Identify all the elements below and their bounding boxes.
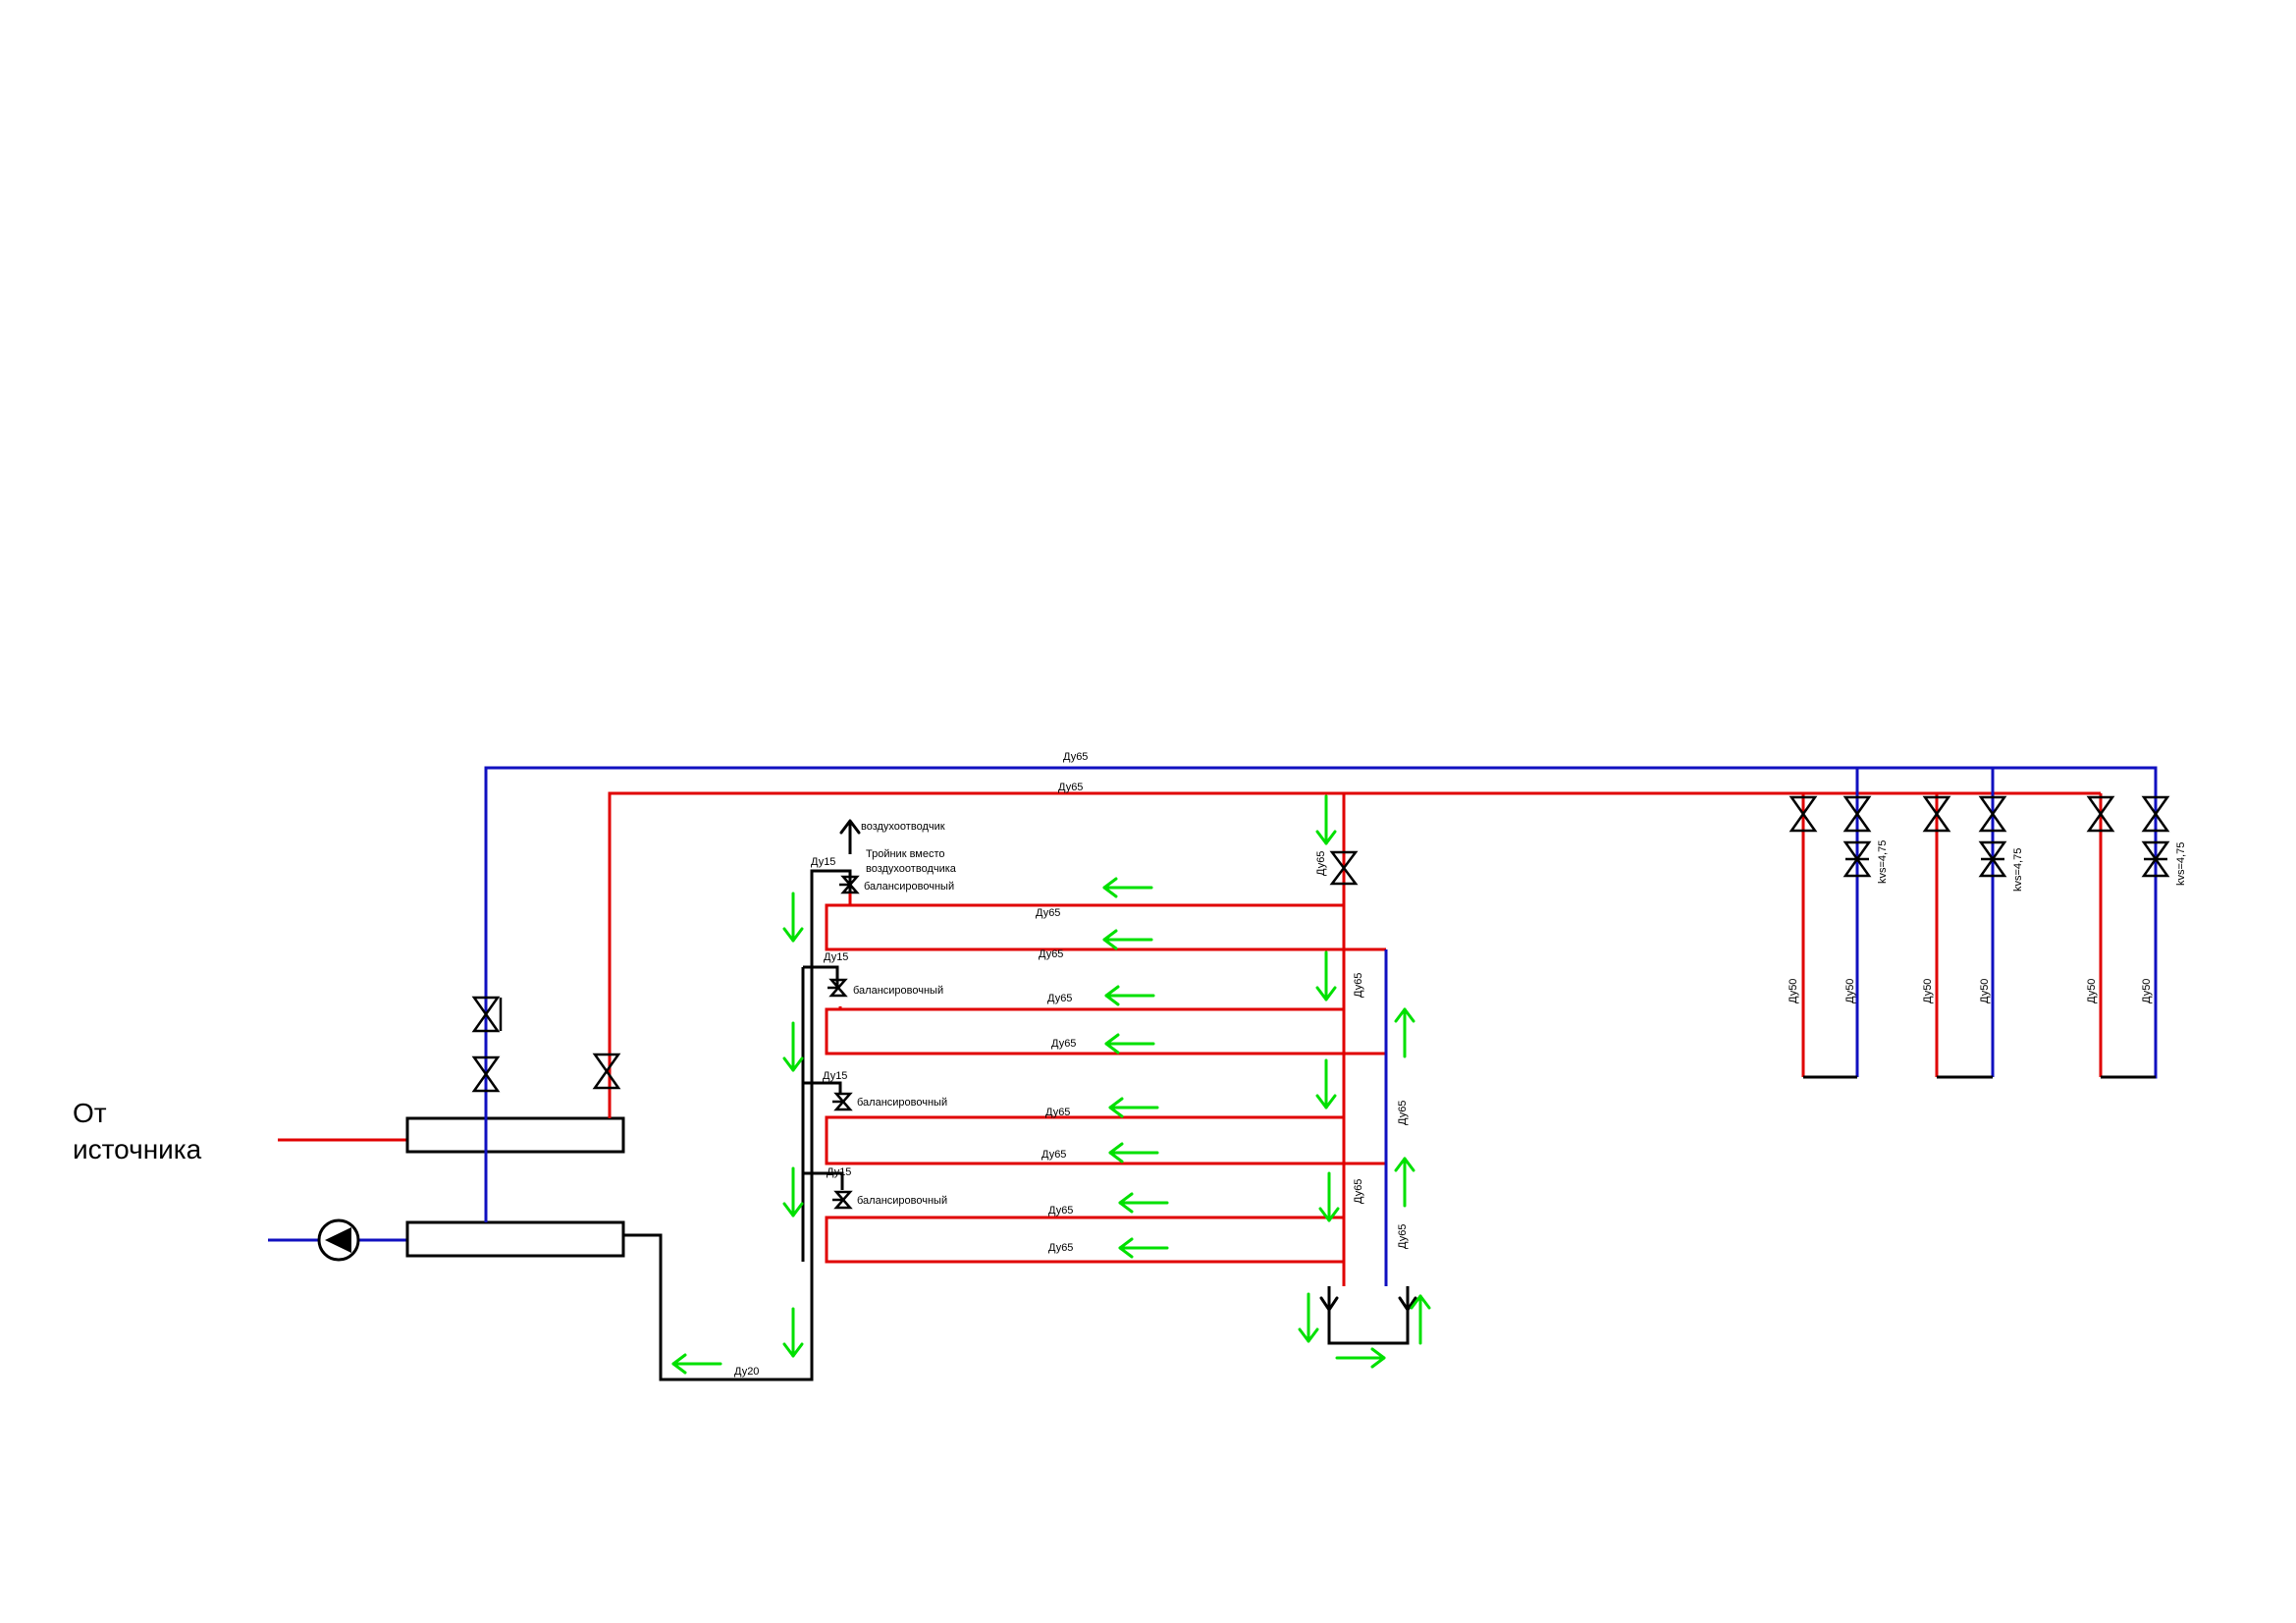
- flow-arrow-icon: [1394, 1157, 1415, 1208]
- valve-icon: [1922, 795, 1951, 833]
- balancing-valve-icon: [832, 1092, 853, 1111]
- flow-arrow-icon: [1118, 1237, 1169, 1259]
- supply-main-pipe: [608, 791, 2101, 1118]
- flow-arrow-icon: [671, 1353, 722, 1375]
- loop-pipe: [825, 1006, 1386, 1055]
- flow-arrow-icon: [1410, 1294, 1431, 1345]
- collector-pipe: [623, 869, 852, 1381]
- riser-size: Ду65: [1353, 1179, 1364, 1204]
- valve-icon: [592, 1053, 621, 1090]
- loop-pipe: [825, 903, 1386, 951]
- consumer-branch-3: kvs=4,75 Ду50 Ду50: [2086, 793, 2187, 1079]
- balancing-valve-icon: [839, 875, 860, 894]
- valve-icon: [2086, 795, 2115, 833]
- loop-pipe: [848, 893, 1344, 907]
- consumer-size: Ду50: [1979, 979, 1991, 1003]
- balancing-valve-icon: [832, 1190, 853, 1210]
- flow-arrow-icon: [1398, 1296, 1417, 1312]
- valve-icon: [471, 1055, 501, 1093]
- balancing-label: балансировочный: [857, 1097, 947, 1109]
- flow-arrow-icon: [1335, 1347, 1386, 1369]
- valve-icon: [1978, 795, 2007, 833]
- source-label-line2: источника: [73, 1134, 202, 1164]
- valve-icon: [1842, 795, 1872, 833]
- air-vent-arrow-icon: [839, 819, 861, 835]
- consumer-size: Ду50: [1788, 979, 1799, 1003]
- return-header: [405, 1220, 625, 1258]
- balancing-label: балансировочный: [857, 1195, 947, 1207]
- tee-label-line2: воздухоотводчика: [866, 863, 957, 875]
- branch-stub: [803, 1171, 844, 1190]
- valve-icon: [2141, 795, 2170, 833]
- flow-arrow-icon: [1315, 1058, 1337, 1109]
- air-vent-label: воздухоотводчик: [861, 821, 945, 833]
- flow-arrow-icon: [1104, 1033, 1155, 1055]
- flow-arrow-icon: [1315, 950, 1337, 1001]
- flow-arrow-icon: [1394, 1007, 1415, 1058]
- riser-size: Ду65: [1315, 851, 1327, 876]
- flow-arrow-icon: [1298, 1292, 1319, 1343]
- branch-size: Ду15: [824, 951, 848, 963]
- kvs-label: kvs=4,75: [2175, 842, 2187, 886]
- consumer-branch-1: kvs=4,75 Ду50 Ду50: [1788, 768, 1889, 1079]
- loop-size: Ду65: [1041, 1149, 1066, 1161]
- riser-size: Ду65: [1353, 973, 1364, 998]
- pump-icon: [317, 1218, 360, 1262]
- flow-arrow-icon: [1104, 985, 1155, 1006]
- consumer-size: Ду50: [2086, 979, 2098, 1003]
- riser-size: Ду65: [1397, 1101, 1409, 1125]
- flow-arrow-icon: [1315, 794, 1337, 845]
- flow-arrow-icon: [782, 1307, 804, 1358]
- loop-size: Ду65: [1048, 1205, 1073, 1217]
- consumer-size: Ду50: [1922, 979, 1934, 1003]
- consumer-size: Ду50: [1844, 979, 1856, 1003]
- valve-icon: [2141, 840, 2170, 878]
- balancing-label: балансировочный: [853, 985, 943, 997]
- flow-arrow-icon: [782, 1021, 804, 1072]
- balancing-valve-icon: [828, 978, 848, 998]
- loop-pipe: [825, 1115, 1386, 1165]
- tee-label-line1: Тройник вместо: [866, 848, 945, 860]
- kvs-label: kvs=4,75: [2012, 848, 2024, 892]
- collector-size: Ду20: [734, 1366, 759, 1378]
- flow-arrow-icon: [1108, 1097, 1159, 1118]
- loop-size: Ду65: [1045, 1107, 1070, 1118]
- branch-stub: [803, 1081, 842, 1095]
- flow-arrow-icon: [1319, 1296, 1339, 1312]
- supply-header: [405, 1116, 625, 1154]
- consumer-size: Ду50: [2141, 979, 2153, 1003]
- bypass-pipe: [1327, 1286, 1410, 1345]
- kvs-label: kvs=4,75: [1877, 840, 1889, 884]
- return-main-size: Ду65: [1063, 751, 1088, 763]
- consumer-branch-2: kvs=4,75 Ду50 Ду50: [1922, 768, 2024, 1079]
- flow-arrow-icon: [1102, 877, 1153, 898]
- loop-size: Ду65: [1048, 1242, 1073, 1254]
- loop-size: Ду65: [1051, 1038, 1076, 1050]
- valve-icon: [1842, 840, 1872, 878]
- branch-size: Ду15: [823, 1070, 847, 1082]
- flow-arrow-icon: [782, 892, 804, 943]
- loop-pipe: [825, 1216, 1344, 1264]
- valve-icon: [1978, 840, 2007, 878]
- flow-arrow-icon: [1102, 929, 1153, 950]
- balancing-label: балансировочный: [864, 881, 954, 893]
- collector-top-size: Ду15: [811, 856, 835, 868]
- flow-arrows: [671, 794, 1431, 1375]
- valve-icon: [1329, 850, 1359, 886]
- riser-size: Ду65: [1397, 1224, 1409, 1249]
- flow-arrow-icon: [1118, 1192, 1169, 1214]
- branch-stub: [803, 965, 839, 987]
- flow-arrow-icon: [1108, 1142, 1159, 1163]
- supply-main-size: Ду65: [1058, 782, 1083, 793]
- valve-icon: [471, 996, 503, 1033]
- source-label-line1: От: [73, 1098, 107, 1128]
- branch-size: Ду15: [827, 1166, 851, 1178]
- loop-size: Ду65: [1036, 907, 1060, 919]
- loop-size: Ду65: [1047, 993, 1072, 1004]
- flow-arrow-icon: [782, 1166, 804, 1217]
- valve-icon: [1789, 795, 1818, 833]
- flow-arrow-icon: [1318, 1171, 1340, 1222]
- loop-size: Ду65: [1039, 948, 1063, 960]
